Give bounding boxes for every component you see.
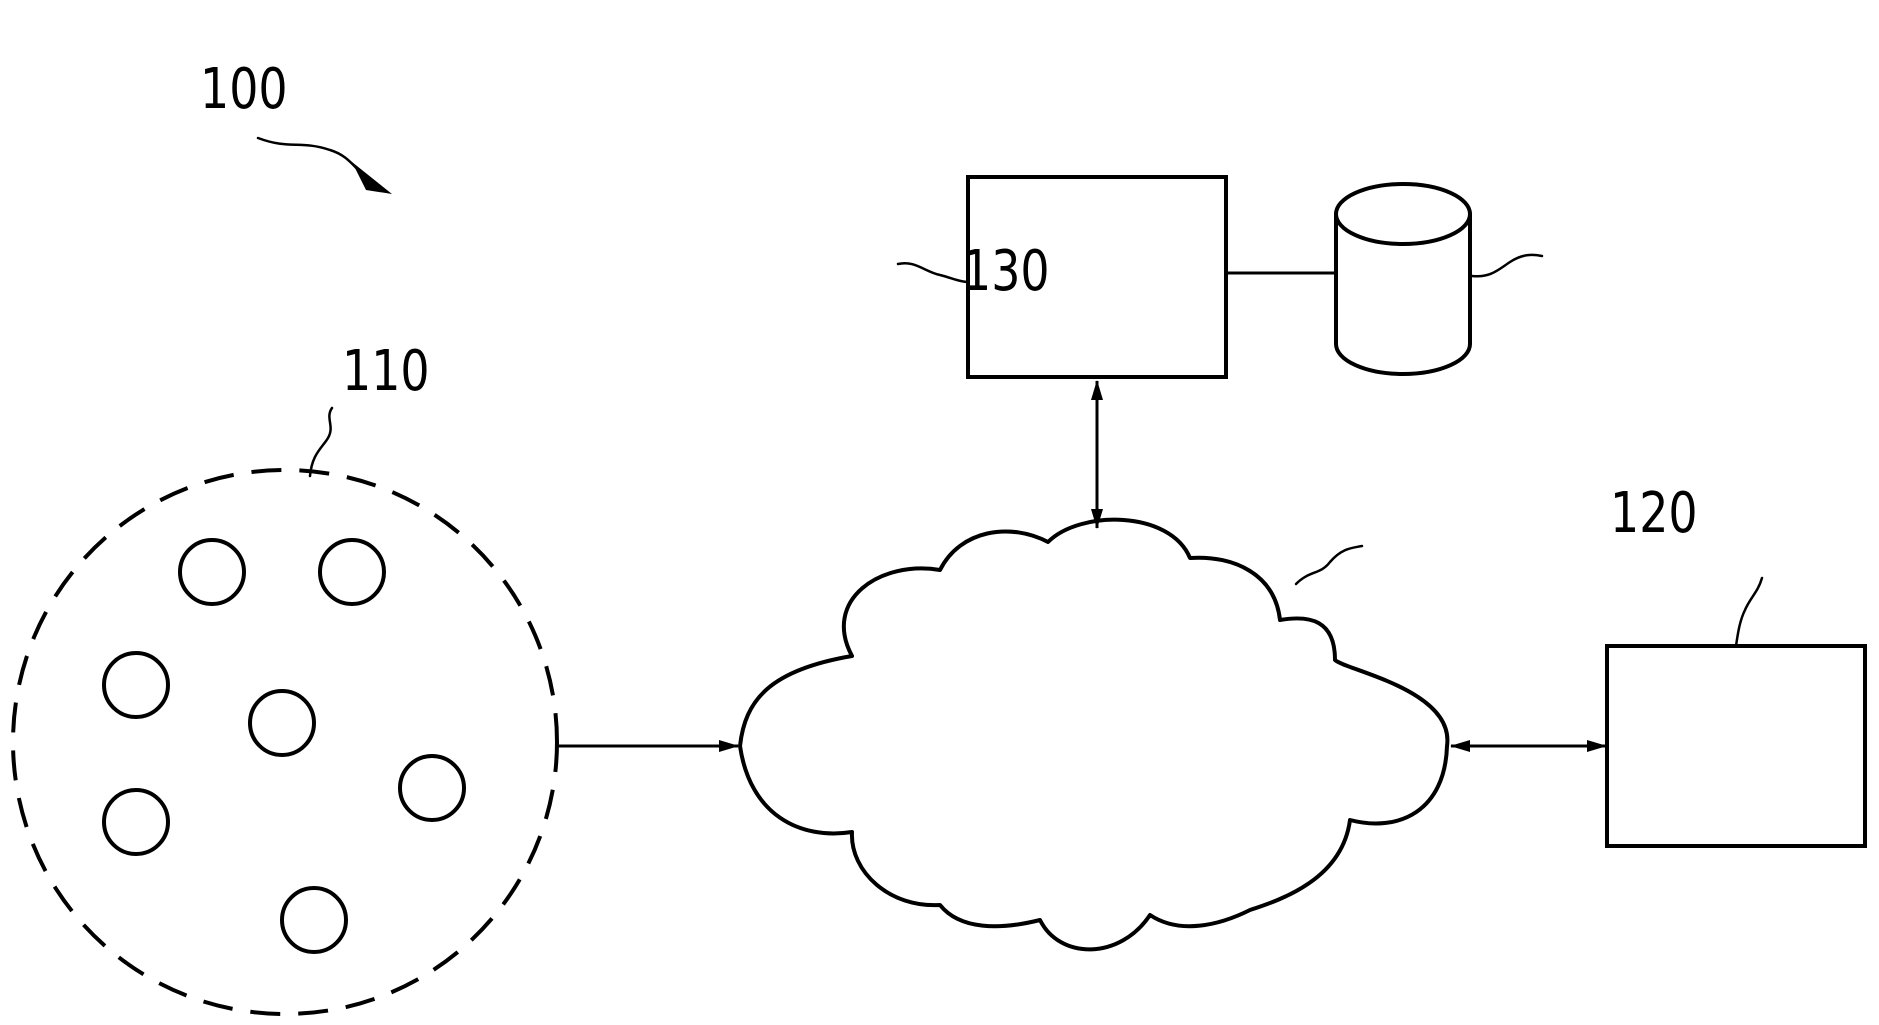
- network-cloud-leader: [1296, 546, 1362, 584]
- device-group-ref-label: 110: [342, 339, 430, 405]
- device-group: 110: [13, 339, 557, 1014]
- network-cloud-outline: [740, 520, 1447, 950]
- device-node: [250, 691, 314, 755]
- device-node: [104, 790, 168, 854]
- device-node: [180, 540, 244, 604]
- server-ref-label: 130: [962, 239, 1050, 305]
- terminal-leader: [1736, 578, 1762, 646]
- device-node: [400, 756, 464, 820]
- server-group: 130: [898, 177, 1226, 377]
- server-leader: [898, 263, 968, 282]
- database-body: [1336, 214, 1470, 374]
- figure-number-group: 100: [200, 57, 392, 194]
- device-node: [282, 888, 346, 952]
- database-leader: [1472, 255, 1542, 276]
- device-group-leader: [310, 408, 332, 476]
- network-cloud: 120: [740, 481, 1698, 950]
- database-group: 140: [1336, 184, 1879, 374]
- database-top: [1336, 184, 1470, 244]
- figure-number-leader: [258, 138, 370, 180]
- device-node: [320, 540, 384, 604]
- network-cloud-ref-label: 120: [1610, 481, 1698, 547]
- device-node: [104, 653, 168, 717]
- figure-number-label: 100: [200, 57, 288, 123]
- terminal-group: 150: [1607, 511, 1879, 846]
- terminal-box: [1607, 646, 1865, 846]
- figure-number-arrowhead: [352, 162, 392, 194]
